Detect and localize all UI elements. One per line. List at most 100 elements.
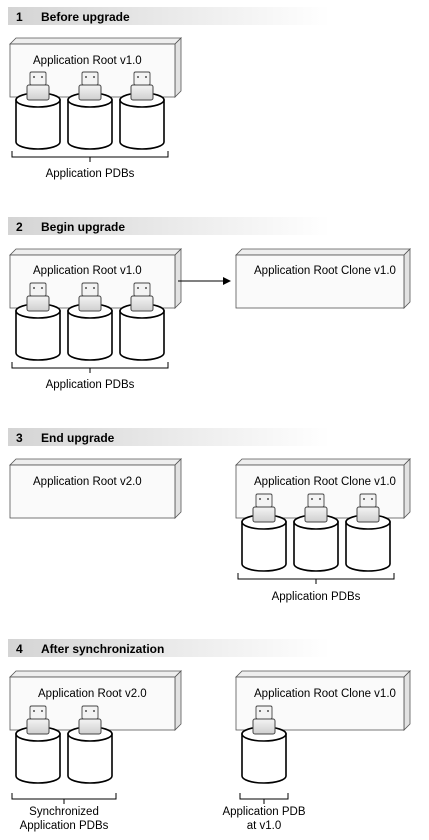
step-4-pdb-at-v1 bbox=[241, 705, 287, 784]
plug-pin bbox=[85, 287, 87, 289]
box-side-face bbox=[174, 37, 182, 98]
plug-head-icon bbox=[29, 282, 47, 297]
step-1-number: 1 bbox=[16, 10, 23, 24]
step-1-section: 1 Before upgrade Application Root v1.0 A… bbox=[8, 7, 330, 180]
step-3-pdb-caption: Application PDBs bbox=[272, 591, 361, 603]
plug-body-icon bbox=[356, 506, 380, 523]
box-top-face bbox=[235, 670, 411, 678]
cylinder-icon bbox=[293, 521, 339, 572]
plug-head-icon bbox=[307, 493, 325, 508]
plug-pin bbox=[319, 498, 321, 500]
plug-pin bbox=[137, 76, 139, 78]
plug-head-icon bbox=[81, 705, 99, 720]
cylinder-icon bbox=[15, 733, 61, 784]
step-3-pdb-3 bbox=[345, 493, 391, 572]
step-4-synced-bracket bbox=[11, 793, 117, 804]
step-1-pdb-1 bbox=[15, 71, 61, 150]
cylinder-icon bbox=[67, 99, 113, 150]
cylinder-icon bbox=[119, 310, 165, 361]
step-4-synced-pdb-1 bbox=[15, 705, 61, 784]
step-3-application-root-label: Application Root v2.0 bbox=[33, 476, 142, 488]
cylinder-icon bbox=[241, 733, 287, 784]
plug-body-icon bbox=[78, 295, 102, 312]
box-front-face bbox=[235, 254, 405, 309]
step-1-application-root-label: Application Root v1.0 bbox=[33, 55, 142, 67]
step-3-application-root-clone-label: Application Root Clone v1.0 bbox=[254, 476, 396, 488]
plug-pin bbox=[41, 287, 43, 289]
plug-pin bbox=[145, 287, 147, 289]
cylinder-icon bbox=[345, 521, 391, 572]
plug-pin bbox=[137, 287, 139, 289]
step-4-application-root-label: Application Root v2.0 bbox=[38, 688, 147, 700]
plug-pin bbox=[363, 498, 365, 500]
plug-head-icon bbox=[255, 493, 273, 508]
plug-body-icon bbox=[78, 718, 102, 735]
plug-pin bbox=[371, 498, 373, 500]
plug-head-icon bbox=[255, 705, 273, 720]
plug-body-icon bbox=[26, 295, 50, 312]
plug-head-icon bbox=[133, 282, 151, 297]
step-4-synced-pdb-2 bbox=[67, 705, 113, 784]
step-1-title: Before upgrade bbox=[41, 10, 130, 24]
step-4-pdb-caption-line2: at v1.0 bbox=[247, 820, 282, 832]
step-1-pdb-2 bbox=[67, 71, 113, 150]
plug-pin bbox=[33, 710, 35, 712]
step-3-pdb-1 bbox=[241, 493, 287, 572]
plug-pin bbox=[259, 710, 261, 712]
plug-pin bbox=[41, 710, 43, 712]
step-2-number: 2 bbox=[16, 220, 23, 234]
step-4-number: 4 bbox=[16, 642, 23, 656]
step-1-pdb-3 bbox=[119, 71, 165, 150]
step-3-pdb-bracket bbox=[237, 573, 395, 584]
plug-pin bbox=[33, 76, 35, 78]
box-top-face bbox=[235, 248, 411, 256]
box-top-face bbox=[9, 248, 182, 256]
step-3-number: 3 bbox=[16, 431, 23, 445]
plug-pin bbox=[93, 287, 95, 289]
box-top-face bbox=[235, 458, 411, 466]
plug-pin bbox=[85, 710, 87, 712]
plug-pin bbox=[41, 76, 43, 78]
step-2-title: Begin upgrade bbox=[41, 220, 125, 234]
plug-body-icon bbox=[130, 84, 154, 101]
step-3-title: End upgrade bbox=[41, 431, 115, 445]
step-2-application-root-clone-box bbox=[235, 248, 411, 309]
step-3-application-root-box bbox=[9, 458, 182, 519]
plug-body-icon bbox=[26, 718, 50, 735]
box-side-face bbox=[174, 670, 182, 731]
plug-pin bbox=[311, 498, 313, 500]
plug-pin bbox=[267, 710, 269, 712]
step-4-synced-caption-line1: Synchronized bbox=[29, 806, 99, 818]
box-side-face bbox=[174, 248, 182, 309]
box-top-face bbox=[9, 670, 182, 678]
box-top-face bbox=[9, 37, 182, 45]
step-4-pdb-bracket bbox=[239, 793, 289, 804]
plug-head-icon bbox=[81, 71, 99, 86]
plug-head-icon bbox=[81, 282, 99, 297]
plug-pin bbox=[93, 76, 95, 78]
step-2-pdb-2 bbox=[67, 282, 113, 361]
box-front-face bbox=[9, 464, 176, 519]
plug-pin bbox=[93, 710, 95, 712]
step-2-section: 2 Begin upgrade Application Root v1.0 Ap… bbox=[8, 217, 411, 391]
step-4-synced-caption-line2: Application PDBs bbox=[20, 820, 109, 832]
plug-body-icon bbox=[252, 506, 276, 523]
step-2-pdb-3 bbox=[119, 282, 165, 361]
plug-head-icon bbox=[29, 71, 47, 86]
step-4-title: After synchronization bbox=[41, 642, 164, 656]
cylinder-icon bbox=[15, 99, 61, 150]
box-top-face bbox=[9, 458, 182, 466]
plug-body-icon bbox=[252, 718, 276, 735]
step-1-pdb-bracket bbox=[11, 151, 169, 162]
step-3-section: 3 End upgrade Application Root v2.0 Appl… bbox=[8, 428, 411, 603]
cylinder-icon bbox=[67, 310, 113, 361]
plug-body-icon bbox=[26, 84, 50, 101]
step-4-application-root-clone-label: Application Root Clone v1.0 bbox=[254, 688, 396, 700]
cylinder-icon bbox=[67, 733, 113, 784]
step-3-header-bar bbox=[8, 428, 330, 446]
plug-body-icon bbox=[78, 84, 102, 101]
step-4-header-bar bbox=[8, 639, 330, 657]
plug-pin bbox=[33, 287, 35, 289]
plug-pin bbox=[259, 498, 261, 500]
